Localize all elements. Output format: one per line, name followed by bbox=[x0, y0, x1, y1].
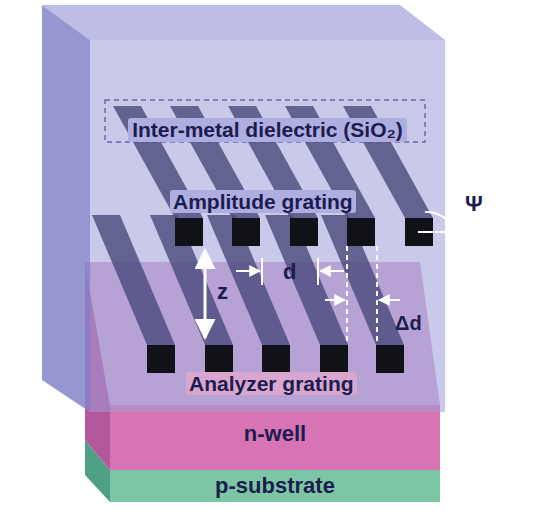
dielectric-front bbox=[90, 40, 445, 412]
dielectric-block: Inter-metal dielectric (SiO₂) bbox=[90, 40, 445, 412]
grating-label: Amplitude grating bbox=[170, 190, 356, 213]
angle-label: Ψ bbox=[462, 192, 486, 216]
grating-bar-end bbox=[205, 345, 233, 373]
grating-bar bbox=[321, 215, 404, 345]
angle-arc bbox=[425, 212, 455, 232]
substrate-region: p-substrate bbox=[110, 470, 440, 502]
d-tick bbox=[317, 258, 319, 285]
nwell-region: n-well bbox=[110, 405, 440, 470]
d-tick bbox=[261, 258, 263, 285]
grating-bar-end bbox=[347, 218, 375, 246]
d-arrow bbox=[320, 270, 344, 272]
grating-bar-end bbox=[320, 345, 348, 373]
grating-bar-end bbox=[232, 218, 260, 246]
d-arrow bbox=[236, 270, 260, 272]
dimension-label: d bbox=[280, 260, 299, 284]
offset-arrow bbox=[379, 299, 400, 301]
offset-line bbox=[376, 246, 378, 345]
grating-bar-end bbox=[175, 218, 203, 246]
grating-bar-end bbox=[290, 218, 318, 246]
offset-line bbox=[346, 246, 348, 345]
offset-arrow bbox=[325, 299, 345, 301]
nwell-front bbox=[110, 405, 440, 470]
grating-bar-end bbox=[262, 345, 290, 373]
region-label: Inter-metal dielectric (SiO₂) bbox=[128, 118, 407, 142]
dimension-label: z bbox=[214, 280, 231, 304]
z-dimension bbox=[204, 250, 207, 338]
dielectric-top bbox=[42, 5, 445, 40]
dimension-label: Δd bbox=[392, 312, 425, 334]
region-label: p-substrate bbox=[211, 473, 339, 498]
substrate-front bbox=[110, 470, 440, 502]
region-label: n-well bbox=[240, 421, 310, 446]
angle-base bbox=[418, 231, 470, 233]
grating-bar-end bbox=[147, 345, 175, 373]
dashed-outline bbox=[105, 100, 425, 142]
grating-bar-end bbox=[376, 345, 404, 373]
dielectric-side bbox=[42, 5, 90, 412]
grating-label: Analyzer grating bbox=[186, 372, 357, 395]
